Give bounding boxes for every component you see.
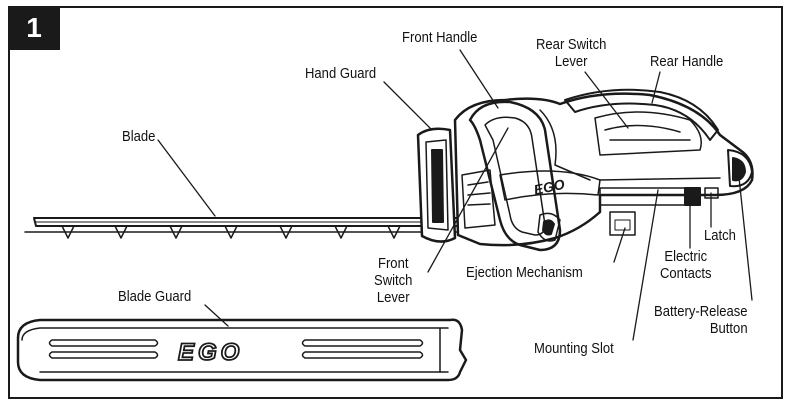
label-front-handle: Front Handle: [402, 30, 478, 46]
blade: [24, 217, 471, 239]
label-latch: Latch: [704, 228, 736, 244]
leader-lines: [157, 49, 753, 341]
label-rear-handle: Rear Handle: [650, 54, 724, 70]
trimmer-logo: EGO: [532, 176, 566, 198]
label-hand-guard: Hand Guard: [305, 66, 377, 82]
label-blade-guard: Blade Guard: [118, 289, 192, 305]
label-battery-release-button: Battery-Release Button: [654, 304, 748, 337]
label-rear-switch-lever: Rear Switch Lever: [536, 37, 607, 70]
blade-guard: [16, 318, 468, 382]
label-mounting-slot: Mounting Slot: [534, 341, 614, 357]
label-ejection-mechanism: Ejection Mechanism: [466, 265, 583, 281]
rear-handle: [564, 88, 719, 141]
guard-logo: EGO: [178, 339, 243, 366]
label-blade: Blade: [122, 129, 156, 145]
trimmer-housing: [453, 92, 754, 247]
hand-guard: [416, 127, 457, 243]
label-front-switch-lever: Front Switch Lever: [374, 256, 413, 306]
figure-number-badge: 1: [8, 6, 60, 50]
front-handle: [468, 100, 562, 252]
label-electric-contacts: Electric Contacts: [660, 249, 712, 282]
